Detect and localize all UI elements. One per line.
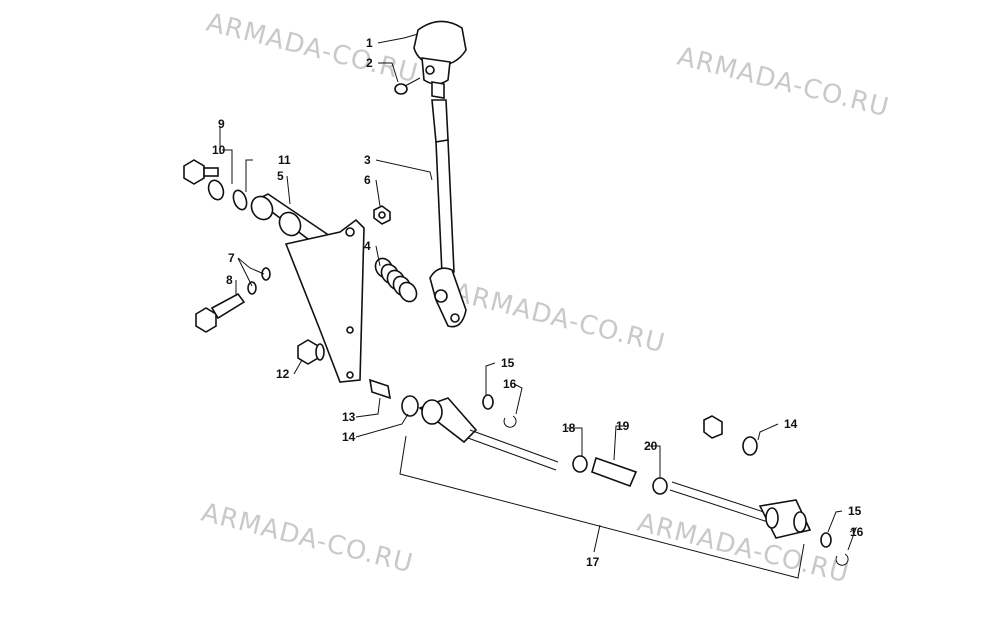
callout-labels: 1 2 3 4 5 6 7 8 9 10 11 12 13 14 14 15 1… [212, 36, 864, 569]
callout-7: 7 [228, 251, 235, 265]
assembly-bracket-17 [399, 435, 805, 579]
callout-6: 6 [364, 173, 371, 187]
o-ring-11 [232, 189, 248, 211]
callout-9: 9 [218, 117, 225, 131]
washer-10 [207, 179, 225, 201]
callout-4: 4 [364, 239, 371, 253]
watermark-4: ARMADA-CO.RU [198, 498, 416, 580]
callout-5: 5 [277, 169, 284, 183]
watermark-1: ARMADA-CO.RU [203, 8, 421, 90]
callout-13: 13 [342, 410, 356, 424]
watermark-2: ARMADA-CO.RU [674, 42, 892, 124]
nut-6 [373, 205, 391, 225]
mount-bracket [284, 218, 365, 383]
callout-2: 2 [366, 56, 373, 70]
linkage-rod-assembly [418, 397, 812, 539]
nut-12 [297, 339, 325, 365]
callout-10: 10 [212, 143, 226, 157]
bolt-9 [183, 159, 219, 185]
bushing-14a [401, 395, 419, 417]
clip-16b [835, 553, 849, 566]
callout-14a: 14 [342, 430, 356, 444]
watermark-3: ARMADA-CO.RU [450, 278, 668, 360]
callout-19: 19 [616, 419, 630, 433]
washer-7b [261, 267, 271, 281]
washer-15b [820, 532, 832, 548]
callout-1: 1 [366, 36, 373, 50]
leader-lines [219, 33, 857, 551]
callout-12: 12 [276, 367, 290, 381]
washer-15a [482, 394, 494, 410]
callout-8: 8 [226, 273, 233, 287]
callout-14b: 14 [784, 417, 798, 431]
callout-17: 17 [586, 555, 600, 569]
bolt-8 [195, 292, 246, 333]
shift-lever [429, 99, 467, 328]
clip-16a [503, 415, 517, 428]
callout-16a: 16 [503, 377, 517, 391]
bolt-14b [703, 415, 758, 456]
callout-18: 18 [562, 421, 576, 435]
callout-11: 11 [278, 153, 291, 167]
callout-16b: 16 [850, 525, 864, 539]
shift-knob [413, 20, 467, 99]
callout-3: 3 [364, 153, 371, 167]
washer-7a [247, 281, 257, 295]
callout-15a: 15 [501, 356, 515, 370]
pivot-shaft [250, 193, 332, 250]
callout-15b: 15 [848, 504, 862, 518]
watermark-5: ARMADA-CO.RU [634, 508, 852, 590]
spring [374, 257, 418, 303]
knob-screw [394, 77, 421, 95]
callout-20: 20 [644, 439, 658, 453]
ball-stud-13 [368, 378, 392, 400]
